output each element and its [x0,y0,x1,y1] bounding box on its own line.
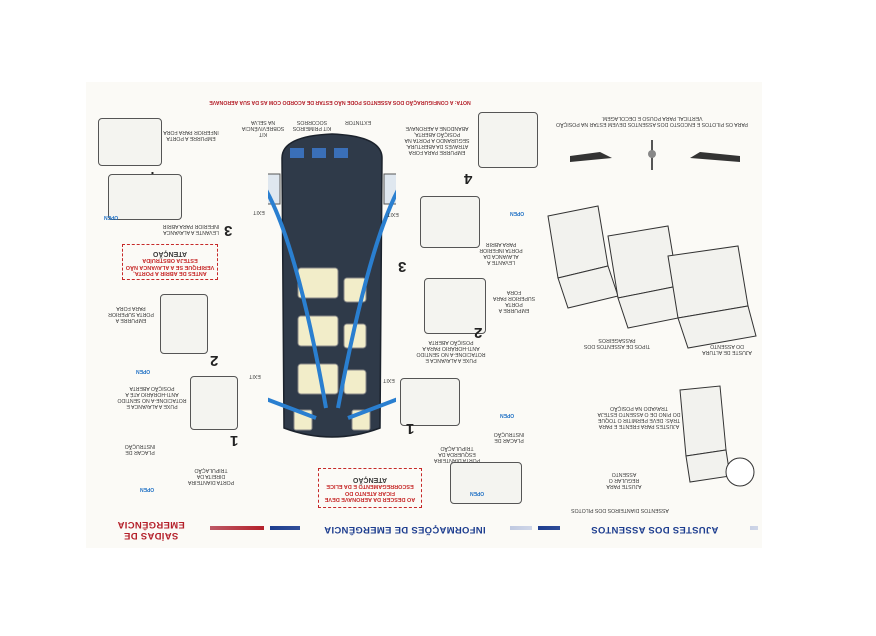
exits-header: SAÍDAS DE EMERGÊNCIA [92,518,210,541]
seat-forward-adjust-label: AJUSTES PARA FRENTE E PARA TRÁS: DEVE PE… [597,404,681,429]
open-label-step-3-left: OPEN [104,214,119,220]
right-front-door-label: PORTA DIANTEIRA ESQUERDA DA TRIPULAÇÃO [433,444,481,463]
cabin-floorplan [268,133,396,438]
step-1-right-text: PUXE A ALAVANCA E ROTACIONE-A NO SENTIDO… [416,338,486,363]
seat-row-2-left [297,315,339,347]
first-aid-icon [312,148,326,158]
open-label-step-1-right: OPEN [500,412,515,418]
open-label-step-3-right: OPEN [510,210,525,216]
left-warning-text: ANTES DE ABRIR A PORTA, VERIFIQUE SE A A… [125,256,215,276]
step-4-right-text: EMPURRE PARA FORA ATRAVÉS DA ABERTURA. S… [404,124,470,155]
emergency-info-text: INFORMAÇÕES DE EMERGÊNCIA [324,523,486,535]
step-4-right-number: 4 [464,170,473,187]
survival-kit-icon [290,148,304,158]
seat-recline-diagram [570,140,740,170]
center-warning-text: AO DESCER DA AERONAVE DEVE FICAR ATENTO … [324,482,416,502]
left-warning-box: ATENÇÃO ANTES DE ABRIR A PORTA, VERIFIQU… [122,244,218,280]
exit-label-rear-left: EXIT [253,208,265,215]
center-warning-box: ATENÇÃO AO DESCER DA AERONAVE DEVE FICAR… [318,468,422,508]
step-2-left-number: 2 [210,352,219,369]
seat-height-label: AJUSTE DE ALTURA DO ASSENTO [702,342,752,355]
escape-arrow-rear-left [268,189,328,409]
pilot-seat-illustration [679,385,755,487]
seat-slide-adjust-label: AJUSTE PARA REGULAR O ASSENTO [606,470,642,489]
seats-header: AJUSTES DOS ASSENTOS [560,520,750,537]
step-3-left-text: LEVANTE A ALAVANCA INFERIOR PARA ABRIR [162,222,220,235]
left-placard-label: PLACAR DE INSTRUÇÃO [124,442,156,455]
extinguisher-icon [334,148,348,158]
step-4-right-illustration [478,112,538,168]
center-warning-title: ATENÇÃO [352,475,388,483]
step-3-right-text: LEVANTE A ALAVANCA DA PORTA INFERIOR PAR… [479,240,523,265]
step-1-left-illustration [190,376,238,430]
step-2-left-text: EMPURRE A PORTA SUPERIOR PARA FORA [108,304,154,323]
step-3-right-number: 3 [398,258,407,275]
step-2-right-text: EMPURRE A PORTA SUPERIOR PARA FORA [492,288,536,313]
left-front-door-label: PORTA DIANTEIRA DIREITA DA TRIPULAÇÃO [187,466,235,485]
right-placard-label: PLACAR DE INSTRUÇÃO [493,430,525,443]
front-door-right-illustration [450,462,522,504]
configuration-note: NOTA: A CONFIGURAÇÃO DOS ASSENTOS PODE N… [209,98,471,105]
step-4-left-text: EMPURRE A PORTA INFERIOR PARA FORA [163,128,219,141]
passenger-seats-illustration [547,205,757,349]
open-label-front-right: OPEN [470,490,485,496]
step-1-right-number: 1 [406,420,415,437]
step-1-left-text: PUXE A ALAVANCA E ROTACIONE-A NO SENTIDO… [117,384,187,409]
open-label-step-2-left: OPEN [136,368,151,374]
left-warning-title: ATENÇÃO [152,249,188,257]
step-1-right-illustration [400,378,460,426]
step-3-right-illustration [420,196,480,248]
seat-row-3-right [343,369,367,395]
step-2-right-illustration [424,278,486,334]
seats-header-text: AJUSTES DOS ASSENTOS [591,523,719,535]
escape-arrow-front-left [268,397,317,420]
pilot-seat-note: PARA OS PILOTOS E ENCOSTO DOS ASSENTOS D… [556,114,748,127]
open-label-front-left: OPEN [140,486,155,492]
step-1-left-number: 1 [230,432,239,449]
escape-arrow-front-right [347,397,396,420]
step-3-left-illustration [108,174,182,220]
pilot-seats-label: ASSENTOS DIANTEIROS DOS PILOTOS [571,506,669,513]
step-3-left-number: 3 [224,222,233,239]
escape-arrow-rear-right [336,189,396,409]
step-2-left-illustration [160,294,208,354]
exit-label-front-right: EXIT [383,376,395,383]
step-4-left-illustration [98,118,162,166]
legend-extinguisher: EXTINTOR [344,118,372,125]
passenger-seat-types-label: TIPOS DE ASSENTOS DOS PASSAGEIROS [583,336,651,349]
exit-label-front-left: EXIT [249,372,261,379]
emergency-info-header: INFORMAÇÕES DE EMERGÊNCIA [300,520,510,537]
exit-label-rear-right: EXIT [387,210,399,217]
exits-header-text: SAÍDAS DE EMERGÊNCIA [117,518,185,541]
